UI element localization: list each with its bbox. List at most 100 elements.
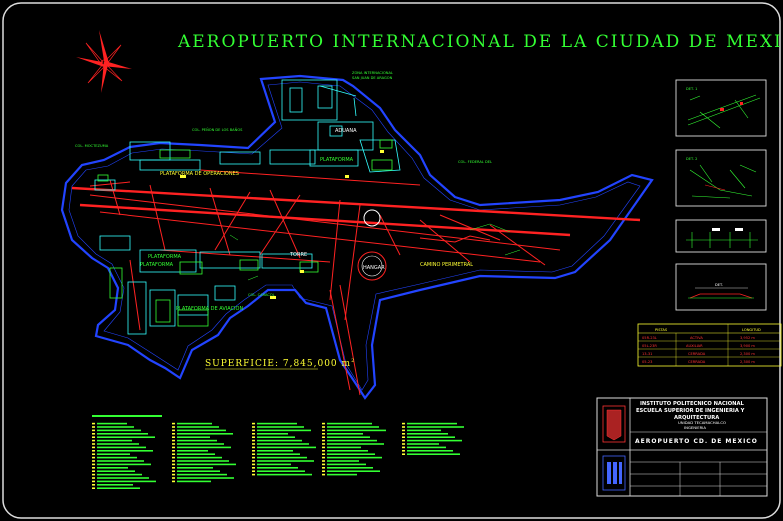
legend-entry (257, 453, 300, 455)
north-arrow-icon (76, 30, 132, 93)
legend-marker (172, 467, 175, 469)
legend-entry (97, 467, 128, 469)
runway-table-row: 05R-23L ACTIVA 3,952 m (642, 336, 755, 340)
legend-marker (252, 456, 255, 459)
legend-marker (322, 473, 325, 476)
legend-entry (97, 439, 132, 442)
legend-marker (322, 436, 325, 438)
runway-table-header-3: LONGITUD (742, 328, 761, 332)
legend-marker (92, 422, 95, 425)
legend-entry (97, 463, 151, 466)
legend-entry (177, 470, 220, 472)
legend-marker (92, 446, 95, 449)
title-block-drawing-title: AEROPUERTO CD. DE MEXICO (635, 438, 758, 445)
legend-marker (322, 467, 325, 469)
legend-marker (252, 453, 255, 455)
detail-view-1: DET. 1 (675, 79, 767, 137)
legend-entry (177, 463, 236, 466)
legend-entry (257, 473, 312, 476)
legend-entry (327, 439, 377, 442)
svg-text:DET.: DET. (715, 283, 723, 287)
legend-marker (172, 422, 175, 425)
svg-text:2,300 m: 2,300 m (740, 360, 755, 364)
legend-marker (402, 422, 405, 425)
legend-marker (172, 477, 175, 479)
legend-marker (322, 453, 325, 455)
runway-table-row: 13-31 CERRADA 2,300 m (642, 352, 755, 356)
legend-marker (252, 429, 255, 432)
legend-marker (252, 422, 255, 425)
detail-view-3 (675, 219, 767, 253)
runway-table-row: 05L-23R AUXILIAR 3,900 m (642, 344, 755, 348)
legend-entry (257, 443, 309, 445)
label-col-moctezuma: COL. MOCTEZUMA (75, 144, 109, 148)
title-block: INSTITUTO POLITECNICO NACIONAL ESCUELA S… (596, 397, 768, 497)
legend-entry (257, 456, 307, 459)
legend-entry (327, 460, 359, 462)
legend-marker (92, 463, 95, 466)
svg-text:05L-23R: 05L-23R (642, 344, 657, 348)
legend-entry (97, 480, 156, 483)
legend-marker (252, 426, 255, 428)
legend-marker (92, 433, 95, 435)
legend-marker (252, 439, 255, 442)
legend-entry (327, 456, 382, 459)
legend-entry (97, 443, 139, 445)
legend-entry (177, 467, 213, 469)
legend-entry (97, 460, 144, 462)
legend-entry (407, 433, 448, 435)
legend-entry (407, 453, 460, 455)
legend-marker (252, 450, 255, 452)
label-col-federal: COL. FEDERAL DEL (458, 160, 492, 164)
legend-marker (92, 473, 95, 476)
legend-marker (172, 443, 175, 445)
esia-logo (602, 455, 626, 491)
label-plataforma-mid: PLATAFORMA (148, 254, 182, 260)
legend-marker (92, 450, 95, 452)
legend-entry (97, 473, 142, 476)
legend-entry (257, 446, 316, 449)
legend-marker (172, 446, 175, 449)
legend-entry (177, 456, 222, 459)
label-camino-perimetral: CAMINO PERIMETRAL (420, 262, 473, 268)
label-plataforma-left: PLATAFORMA (140, 262, 174, 268)
legend-entry (407, 450, 453, 452)
legend-marker (322, 450, 325, 452)
legend-entry (97, 436, 155, 438)
label-torre: TORRE (289, 252, 307, 258)
legend-entry (177, 460, 229, 462)
legend-marker (322, 439, 325, 442)
detail-view-4: DET. (675, 263, 767, 311)
legend-marker (92, 477, 95, 479)
legend-entry (177, 436, 210, 438)
legend-list (92, 415, 464, 489)
svg-text:CERRADA: CERRADA (688, 360, 706, 364)
label-aduana: ADUANA (335, 128, 357, 134)
legend-entry (177, 473, 227, 476)
legend-entry (97, 477, 149, 479)
legend-entry (177, 446, 231, 449)
legend-marker (402, 439, 405, 442)
legend-entry (257, 429, 311, 432)
title-block-dept: INGENIERIA (684, 425, 706, 430)
legend-marker (402, 443, 405, 445)
legend-entry (257, 439, 302, 442)
legend-entry (97, 433, 148, 435)
legend-entry (97, 426, 134, 428)
legend-entry (177, 439, 217, 442)
legend-entry (177, 453, 215, 455)
runway-table-header-1: PISTAS (655, 328, 668, 332)
legend-entry (177, 477, 234, 479)
legend-marker (92, 470, 95, 472)
legend-marker (322, 422, 325, 425)
legend-marker (322, 463, 325, 466)
legend-entry (407, 446, 446, 449)
legend-entry (177, 429, 226, 432)
svg-text:3,952 m: 3,952 m (740, 336, 755, 340)
legend-marker (92, 456, 95, 459)
legend-marker (92, 453, 95, 455)
title-block-school2: ARQUITECTURA (674, 415, 719, 421)
legend-entry (407, 439, 462, 442)
